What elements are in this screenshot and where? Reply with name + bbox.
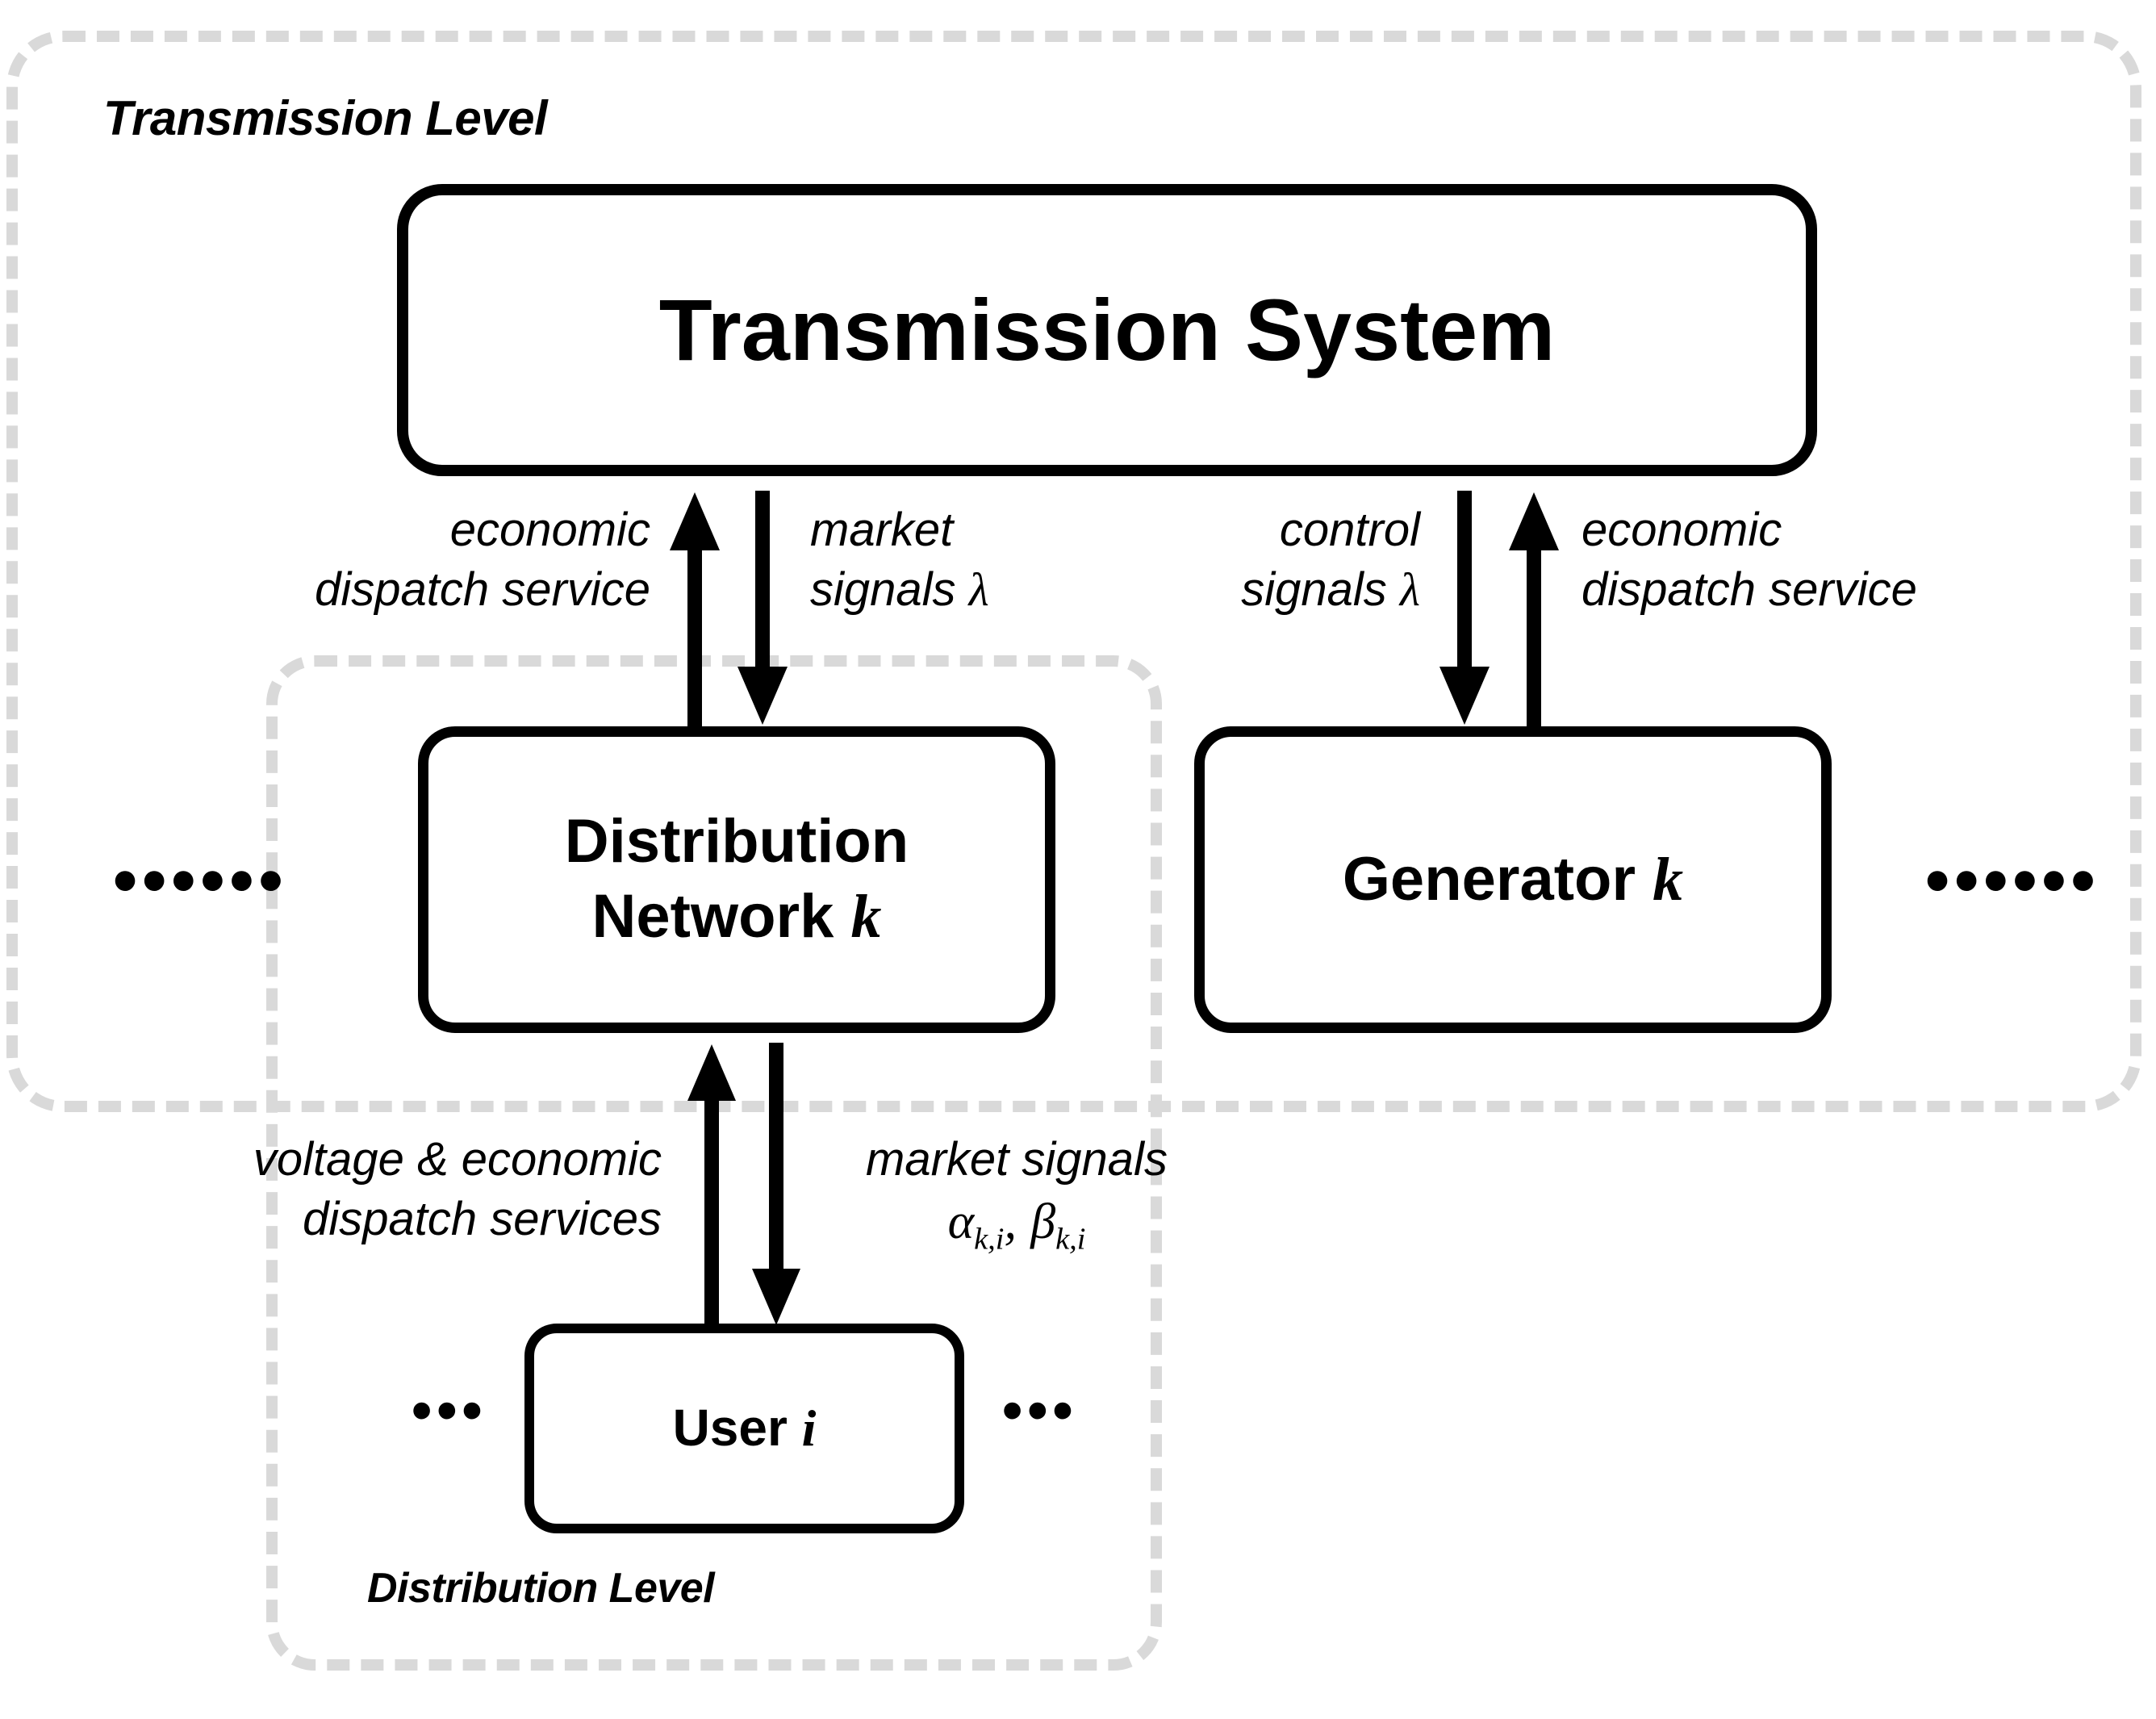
distribution-level-label: Distribution Level bbox=[367, 1565, 715, 1612]
ellipsis-right-user: ••• bbox=[1002, 1378, 1078, 1443]
ellipsis-left-user: ••• bbox=[412, 1378, 487, 1443]
label-line-1: market signals bbox=[866, 1133, 1168, 1186]
beta-subscript: k,i bbox=[1055, 1222, 1086, 1257]
user-index: i bbox=[801, 1399, 817, 1458]
user-node[interactable]: User i bbox=[524, 1324, 964, 1533]
transmission-system-node[interactable]: Transmission System bbox=[397, 184, 1817, 476]
label-voltage-economic-dispatch-services: voltage & economic dispatch services bbox=[48, 1130, 662, 1249]
arrow-up-distribution-to-transmission bbox=[666, 491, 723, 726]
distribution-level-group bbox=[266, 655, 1162, 1671]
transmission-level-group bbox=[6, 31, 2141, 1112]
arrow-down-transmission-to-distribution bbox=[734, 491, 791, 726]
label-market-signals-alpha-beta: market signals αk,i, βk,i bbox=[807, 1130, 1226, 1260]
ellipsis-left-distribution: •••••• bbox=[113, 842, 288, 919]
label-line-2: signals λ bbox=[810, 560, 1165, 620]
generator-index: k bbox=[1653, 845, 1684, 914]
label-line-2: signals λ bbox=[1049, 560, 1420, 620]
lambda-symbol: λ bbox=[968, 563, 989, 617]
label-line-2-text: signals bbox=[1241, 563, 1387, 617]
distribution-network-line1: Distribution bbox=[564, 807, 909, 876]
label-line-2: dispatch services bbox=[303, 1193, 662, 1246]
distribution-network-node[interactable]: Distribution Network k bbox=[418, 726, 1055, 1033]
label-line-1: voltage & economic bbox=[253, 1133, 662, 1186]
user-label: User bbox=[672, 1399, 788, 1458]
label-line-1: control bbox=[1279, 504, 1420, 556]
label-line-1: economic bbox=[449, 504, 650, 556]
symbol-comma: , bbox=[1004, 1194, 1017, 1250]
distribution-network-label: Distribution Network k bbox=[565, 805, 909, 954]
label-market-signals-lambda: market signals λ bbox=[810, 500, 1165, 620]
arrow-down-transmission-to-generator bbox=[1436, 491, 1493, 726]
arrow-up-user-to-distribution bbox=[684, 1043, 739, 1327]
label-line-1: economic bbox=[1581, 504, 1782, 556]
generator-node[interactable]: Generator k bbox=[1194, 726, 1832, 1033]
user-label-wrap: User i bbox=[673, 1396, 817, 1460]
ellipsis-right-generator: •••••• bbox=[1925, 842, 2100, 919]
label-line-2-text: signals bbox=[810, 563, 956, 617]
alpha-symbol: α bbox=[947, 1194, 975, 1250]
label-economic-dispatch-service-distribution: economic dispatch service bbox=[150, 500, 650, 620]
distribution-network-line2: Network bbox=[591, 882, 834, 951]
distribution-network-index: k bbox=[850, 883, 882, 951]
lambda-symbol: λ bbox=[1399, 563, 1420, 617]
label-line-2: dispatch service bbox=[315, 563, 650, 617]
generator-label: Generator bbox=[1342, 844, 1636, 914]
label-economic-dispatch-service-generator: economic dispatch service bbox=[1581, 500, 2098, 620]
arrow-up-generator-to-transmission bbox=[1506, 491, 1562, 726]
label-line-2: αk,i, βk,i bbox=[807, 1190, 1226, 1260]
generator-label-wrap: Generator k bbox=[1343, 843, 1683, 918]
label-line-1: market bbox=[810, 504, 954, 556]
label-control-signals-lambda: control signals λ bbox=[1049, 500, 1420, 620]
alpha-subscript: k,i bbox=[974, 1222, 1005, 1257]
arrow-down-distribution-to-user bbox=[749, 1043, 804, 1327]
transmission-system-label: Transmission System bbox=[658, 281, 1556, 379]
beta-symbol: β bbox=[1030, 1194, 1056, 1250]
label-line-2: dispatch service bbox=[1581, 563, 1917, 617]
transmission-level-label: Transmission Level bbox=[103, 91, 548, 145]
